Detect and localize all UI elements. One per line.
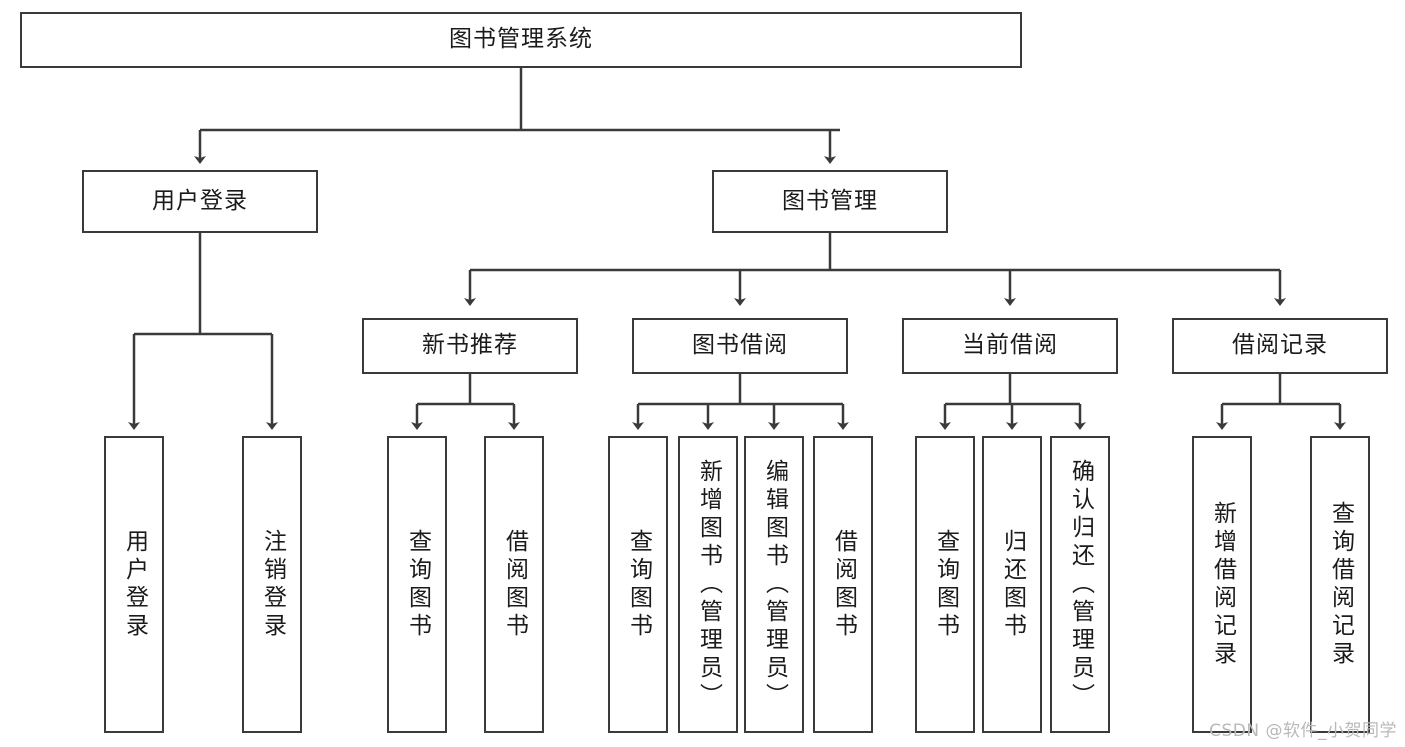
leaf-borrow-add-book-admin[interactable]: 新增图书（管理员） (678, 436, 738, 733)
leaf-label: 借阅图书 (830, 528, 857, 641)
watermark: CSDN @软件_小贺同学 (1209, 721, 1397, 741)
leaf-current-confirm-return-admin[interactable]: 确认归还（管理员） (1050, 436, 1110, 733)
leaf-label: 查询图书 (932, 528, 959, 641)
leaf-label: 编辑图书（管理员） (761, 458, 788, 711)
node-user-login[interactable]: 用户登录 (82, 170, 318, 233)
node-book-management-label: 图书管理 (782, 187, 878, 214)
leaf-label: 用户登录 (121, 528, 148, 641)
leaf-label: 借阅图书 (501, 528, 528, 641)
leaf-label: 查询借阅记录 (1327, 500, 1354, 669)
leaf-user-login-logout[interactable]: 注销登录 (242, 436, 302, 733)
leaf-label: 新增图书（管理员） (695, 458, 722, 711)
leaf-current-return-book[interactable]: 归还图书 (982, 436, 1042, 733)
node-borrow-record[interactable]: 借阅记录 (1172, 318, 1388, 374)
leaf-label: 查询图书 (625, 528, 652, 641)
node-book-management[interactable]: 图书管理 (712, 170, 948, 233)
leaf-label: 归还图书 (999, 528, 1026, 641)
leaf-record-add-record[interactable]: 新增借阅记录 (1192, 436, 1252, 733)
node-user-login-label: 用户登录 (152, 187, 248, 214)
leaf-user-login-login[interactable]: 用户登录 (104, 436, 164, 733)
node-book-borrow-label: 图书借阅 (692, 332, 788, 359)
leaf-label: 注销登录 (259, 528, 286, 641)
leaf-borrow-borrow-book[interactable]: 借阅图书 (813, 436, 873, 733)
leaf-label: 确认归还（管理员） (1067, 458, 1094, 711)
node-new-book-recommend-label: 新书推荐 (422, 332, 518, 359)
node-root-label: 图书管理系统 (449, 26, 593, 53)
leaf-record-query-record[interactable]: 查询借阅记录 (1310, 436, 1370, 733)
node-book-borrow[interactable]: 图书借阅 (632, 318, 848, 374)
leaf-borrow-query-book[interactable]: 查询图书 (608, 436, 668, 733)
node-root[interactable]: 图书管理系统 (20, 12, 1022, 68)
leaf-label: 新增借阅记录 (1209, 500, 1236, 669)
node-current-borrow-label: 当前借阅 (962, 332, 1058, 359)
leaf-recommend-borrow-book[interactable]: 借阅图书 (484, 436, 544, 733)
leaf-label: 查询图书 (404, 528, 431, 641)
leaf-borrow-edit-book-admin[interactable]: 编辑图书（管理员） (744, 436, 804, 733)
node-current-borrow[interactable]: 当前借阅 (902, 318, 1118, 374)
leaf-recommend-query-book[interactable]: 查询图书 (387, 436, 447, 733)
node-borrow-record-label: 借阅记录 (1232, 332, 1328, 359)
node-new-book-recommend[interactable]: 新书推荐 (362, 318, 578, 374)
leaf-current-query-book[interactable]: 查询图书 (915, 436, 975, 733)
